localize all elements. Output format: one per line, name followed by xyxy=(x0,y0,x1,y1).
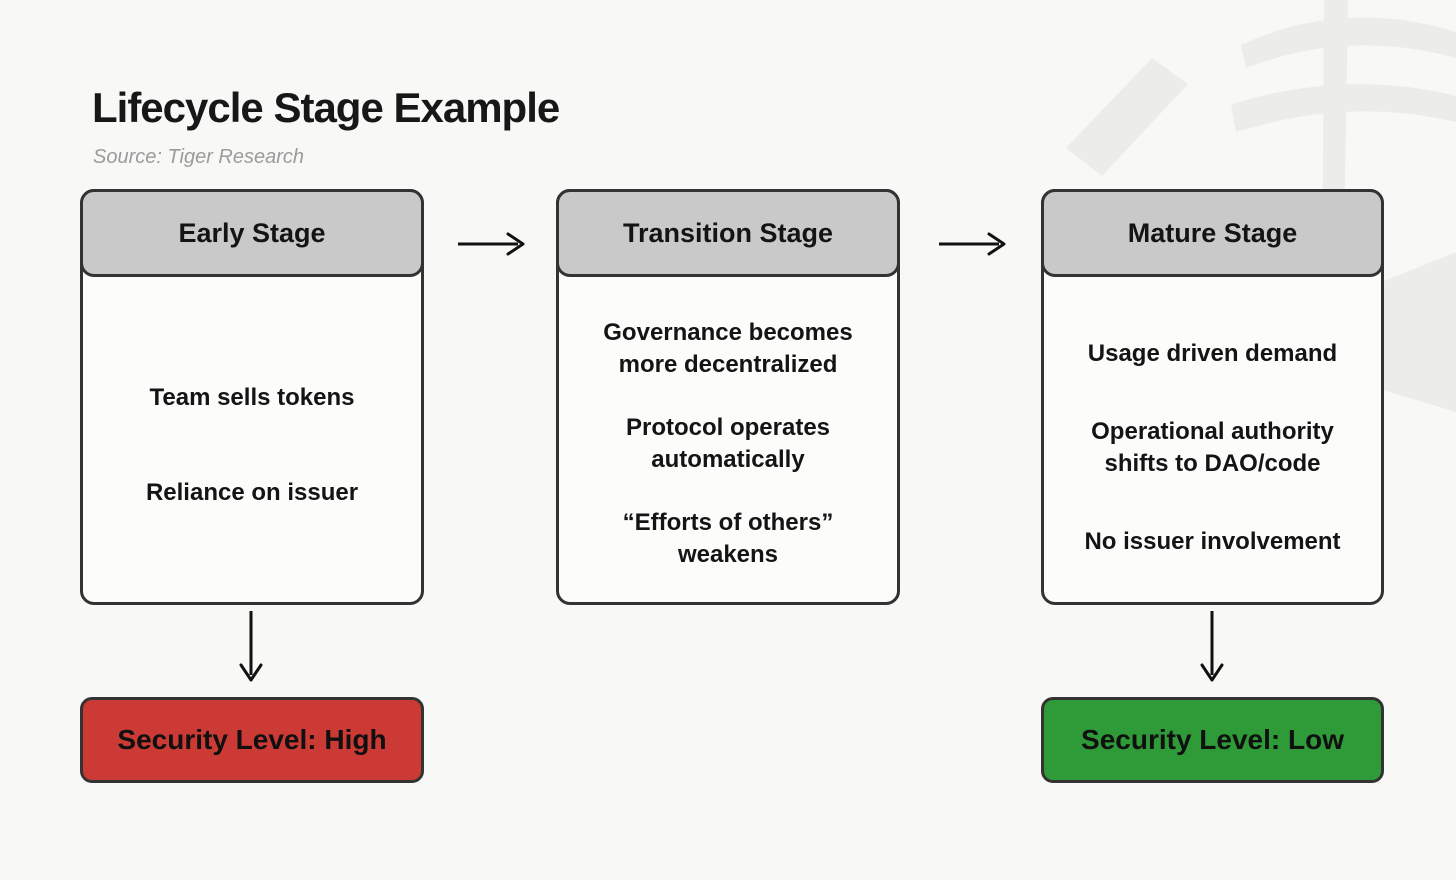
stage-box-transition: Transition Stage Governance becomes more… xyxy=(556,189,900,605)
stage-box-mature: Mature Stage Usage driven demand Operati… xyxy=(1041,189,1384,605)
stage-box-early: Early Stage Team sells tokens Reliance o… xyxy=(80,189,424,605)
down-arrow-icon xyxy=(239,611,263,682)
security-level-low-badge: Security Level: Low xyxy=(1041,697,1384,783)
stage-item: “Efforts of others” weakens xyxy=(622,509,834,568)
stage-item: No issuer involvement xyxy=(1084,528,1341,555)
source-caption: Source: Tiger Research xyxy=(93,146,305,168)
security-level-high-badge: Security Level: High xyxy=(80,697,424,783)
stage-header-mature: Mature Stage xyxy=(1041,189,1384,277)
stage-header-transition: Transition Stage xyxy=(556,189,900,277)
right-arrow-icon xyxy=(458,232,525,256)
stage-item: Governance becomes more decentralized xyxy=(603,319,853,378)
stage-item: Protocol operates automatically xyxy=(625,414,831,473)
stage-body-transition: Governance becomes more decentralized Pr… xyxy=(559,280,897,602)
stage-item: Usage driven demand xyxy=(1087,340,1338,367)
stage-item: Reliance on issuer xyxy=(145,478,359,506)
down-arrow-icon xyxy=(1200,611,1224,682)
stage-body-early: Team sells tokens Reliance on issuer xyxy=(83,280,421,602)
stage-header-early: Early Stage xyxy=(80,189,424,277)
right-arrow-icon xyxy=(939,232,1006,256)
stage-item: Team sells tokens xyxy=(149,383,355,411)
page-title: Lifecycle Stage Example xyxy=(92,84,560,131)
stage-item: Operational authority shifts to DAO/code xyxy=(1091,418,1334,477)
stage-body-mature: Usage driven demand Operational authorit… xyxy=(1044,280,1381,602)
